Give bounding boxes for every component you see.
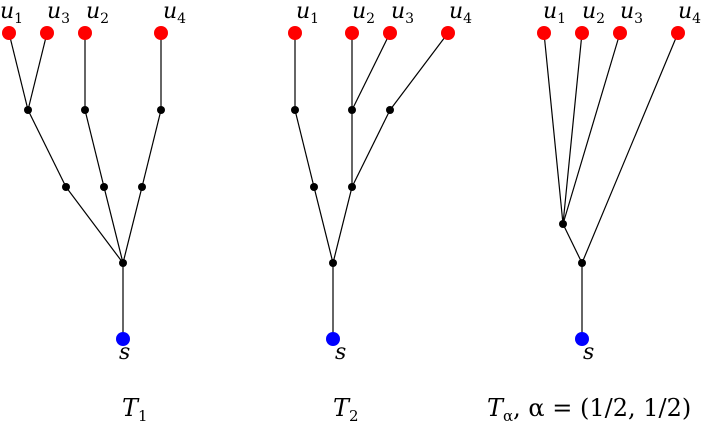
edge xyxy=(103,186,124,264)
edge xyxy=(27,32,48,111)
tree-t1: u1 u3 u2 u4 s T1 xyxy=(0,0,186,425)
terminal-node xyxy=(78,26,92,40)
edge xyxy=(562,223,583,264)
terminal-label: u1 xyxy=(0,0,23,27)
tree-talpha-steiner-nodes xyxy=(559,220,586,267)
steiner-node xyxy=(138,183,146,191)
edge xyxy=(562,32,621,225)
terminal-label: u3 xyxy=(47,0,70,27)
tree-talpha: u1 u2 u3 u4 s Tα, α = (1/2, 1/2) xyxy=(487,0,701,425)
caption-t2: T2 xyxy=(333,394,359,425)
terminal-node xyxy=(154,26,168,40)
steiner-node xyxy=(348,106,356,114)
tree-t2-edges xyxy=(294,32,449,339)
terminal-node xyxy=(441,26,455,40)
steiner-node xyxy=(386,106,394,114)
edge xyxy=(581,32,679,264)
terminal-label: u1 xyxy=(296,0,319,27)
terminal-label: u2 xyxy=(352,0,375,27)
source-label: s xyxy=(583,340,594,365)
terminal-label: u4 xyxy=(449,0,472,27)
steiner-node xyxy=(100,183,108,191)
tree-t2: u1 u2 u3 u4 s T2 xyxy=(288,0,472,425)
edge xyxy=(389,32,449,111)
terminal-label: u2 xyxy=(86,0,109,27)
edge xyxy=(141,109,162,188)
tree-t1-terminals xyxy=(2,26,168,40)
edge xyxy=(84,109,105,188)
edge xyxy=(332,186,353,264)
tree-talpha-terminals xyxy=(537,26,685,40)
source-label: s xyxy=(119,340,130,365)
source-node xyxy=(116,332,130,346)
edge xyxy=(65,186,124,264)
terminal-label: u4 xyxy=(678,0,701,27)
edge xyxy=(562,32,583,225)
terminal-node xyxy=(288,26,302,40)
terminal-label: u2 xyxy=(582,0,605,27)
edge xyxy=(351,109,391,188)
steiner-node xyxy=(578,259,586,267)
source-label: s xyxy=(335,340,346,365)
edge xyxy=(351,32,391,111)
steiner-node xyxy=(62,183,70,191)
terminal-label: u3 xyxy=(620,0,643,27)
terminal-node xyxy=(613,26,627,40)
tree-talpha-edges xyxy=(543,32,679,339)
edge xyxy=(294,109,315,188)
steiner-node xyxy=(329,259,337,267)
source-node xyxy=(326,332,340,346)
terminal-node xyxy=(575,26,589,40)
steiner-node xyxy=(559,220,567,228)
edge xyxy=(313,186,334,264)
terminal-node xyxy=(40,26,54,40)
terminal-node xyxy=(2,26,16,40)
edge xyxy=(543,32,564,225)
tree-t1-steiner-nodes xyxy=(24,106,165,267)
caption-talpha: Tα, α = (1/2, 1/2) xyxy=(487,394,691,425)
source-node xyxy=(575,332,589,346)
terminal-label: u1 xyxy=(543,0,566,27)
tree-t2-steiner-nodes xyxy=(291,106,394,267)
edge xyxy=(122,186,143,264)
steiner-node xyxy=(119,259,127,267)
edge xyxy=(8,32,29,111)
terminal-node xyxy=(537,26,551,40)
steiner-node xyxy=(157,106,165,114)
tree-t1-edges xyxy=(8,32,162,339)
terminal-label: u4 xyxy=(163,0,186,27)
edge xyxy=(27,109,67,188)
steiner-node xyxy=(24,106,32,114)
caption-t1: T1 xyxy=(122,394,148,425)
terminal-node xyxy=(383,26,397,40)
terminal-node xyxy=(345,26,359,40)
steiner-node xyxy=(310,183,318,191)
terminal-label: u3 xyxy=(391,0,414,27)
steiner-node xyxy=(348,183,356,191)
tree-t2-terminals xyxy=(288,26,455,40)
steiner-node xyxy=(291,106,299,114)
terminal-node xyxy=(671,26,685,40)
steiner-node xyxy=(81,106,89,114)
